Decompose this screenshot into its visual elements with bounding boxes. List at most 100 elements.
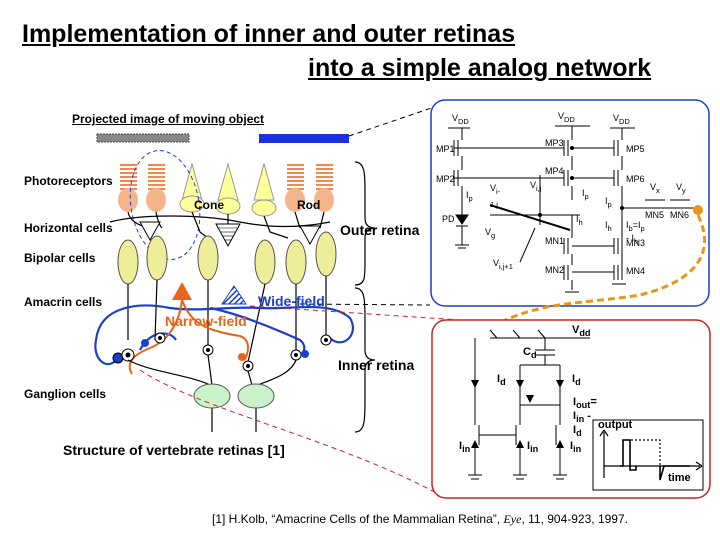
title-line-2: into a simple analog network bbox=[308, 54, 652, 82]
ip-label-center: I bbox=[582, 188, 585, 198]
reference-journal: Eye bbox=[503, 512, 522, 526]
title-line-1: Implementation of inner and outer retina… bbox=[22, 20, 516, 48]
mp3-label: MP3 bbox=[545, 138, 564, 148]
signal-arrow bbox=[466, 214, 707, 348]
vx-label: V bbox=[650, 182, 657, 192]
iout-label: I bbox=[573, 396, 577, 408]
cd-label: C bbox=[523, 346, 531, 358]
vij-m1-label: V bbox=[490, 183, 497, 193]
rod-label: Rod bbox=[297, 198, 321, 212]
iin-sub-3: in bbox=[573, 444, 582, 455]
mn6-label: MN6 bbox=[670, 210, 690, 220]
narrow-field-label: Narrow-field bbox=[165, 313, 247, 329]
iout-minus: - I bbox=[573, 410, 591, 437]
projected-image bbox=[96, 133, 349, 143]
pd-label: PD bbox=[442, 214, 455, 224]
layer-horizontal: Horizontal cells bbox=[24, 221, 113, 235]
outer-retina-circuit bbox=[448, 125, 695, 293]
mp6-label: MP6 bbox=[626, 174, 645, 184]
reference-citation: [1] H.Kolb, “Amacrine Cells of the Mamma… bbox=[212, 512, 628, 527]
vij-p1-sub: i,j+1 bbox=[499, 261, 513, 271]
id-label-left: I bbox=[497, 373, 501, 385]
mp4-label: MP4 bbox=[545, 166, 564, 176]
iin-label-2: I bbox=[527, 440, 531, 452]
mn5-label: MN5 bbox=[645, 210, 665, 220]
vdd-sub-2: DD bbox=[564, 114, 575, 124]
outer-retina-label: Outer retina bbox=[340, 222, 420, 238]
mp1-label: MP1 bbox=[436, 144, 455, 154]
vdd-label-2: V bbox=[558, 111, 565, 121]
reference-suffix: , 11, 904-923, 1997. bbox=[521, 512, 628, 526]
vij-sub: i,j bbox=[536, 183, 542, 193]
mn4-label: MN4 bbox=[626, 266, 646, 276]
iin-label-1: I bbox=[459, 440, 463, 452]
time-axis-label: time bbox=[668, 472, 691, 484]
ib-rhs-sub1: p bbox=[640, 223, 645, 233]
iin-sub-2: in bbox=[530, 444, 539, 455]
output-axis-label: output bbox=[598, 419, 633, 431]
ip-label-left: I bbox=[466, 190, 469, 200]
wide-field-label: Wide-field bbox=[258, 293, 325, 309]
vij-m1-sub: i-1,j bbox=[490, 186, 501, 209]
vx-sub: x bbox=[656, 185, 660, 195]
vdd-label-3: V bbox=[613, 113, 620, 123]
iin-sub-1: in bbox=[462, 444, 471, 455]
cone-label: Cone bbox=[194, 198, 224, 212]
vg-label: V bbox=[485, 227, 492, 237]
ip-sub-center: p bbox=[584, 191, 589, 201]
vdd-sub-3: DD bbox=[619, 116, 630, 126]
vy-label: V bbox=[676, 182, 683, 192]
ip-label-right: I bbox=[605, 196, 608, 206]
ganglion-cells bbox=[193, 383, 275, 409]
layer-bipolar: Bipolar cells bbox=[24, 251, 96, 265]
mp5-label: MP5 bbox=[626, 144, 645, 154]
iout-sub: out bbox=[576, 400, 591, 411]
ib-sub: b bbox=[628, 223, 633, 233]
inner-retina-label: Inner retina bbox=[338, 357, 415, 373]
ip-sub-right: p bbox=[607, 199, 612, 209]
vg-sub: g bbox=[491, 230, 496, 240]
ip-sub-left: p bbox=[468, 193, 473, 203]
ih-sub-center: h bbox=[578, 217, 583, 227]
id-sub-right: d bbox=[575, 377, 581, 388]
reference-prefix: [1] H.Kolb, “Amacrine Cells of the Mamma… bbox=[212, 512, 504, 526]
vij-label: V bbox=[530, 180, 537, 190]
ib-equals: =I bbox=[632, 220, 641, 230]
mp2-label: MP2 bbox=[436, 174, 455, 184]
vij-p1-label: V bbox=[493, 258, 500, 268]
synapse-dots bbox=[112, 332, 332, 372]
iout-eq-sub2: d bbox=[576, 428, 582, 439]
mn2-label: MN2 bbox=[545, 265, 565, 275]
amacrine-narrow-field bbox=[172, 282, 192, 300]
horizontal-cells bbox=[139, 221, 321, 248]
layer-photoreceptors: Photoreceptors bbox=[24, 174, 113, 188]
cd-sub: d bbox=[530, 350, 537, 361]
bipolar-cells bbox=[117, 231, 337, 285]
layer-ganglion: Ganglion cells bbox=[24, 387, 107, 401]
layer-amacrin: Amacrin cells bbox=[24, 295, 103, 309]
ib-label: I bbox=[626, 220, 629, 230]
vdd-sub-bottom: dd bbox=[579, 328, 591, 339]
diagram-caption: Structure of vertebrate retinas [1] bbox=[63, 442, 285, 458]
iout-eq-sub1: in bbox=[576, 414, 585, 425]
output-graph bbox=[592, 419, 704, 491]
rod-photoreceptors bbox=[118, 162, 334, 212]
id-label-right: I bbox=[572, 373, 576, 385]
narrow-field-processes bbox=[128, 299, 249, 375]
amacrine-wide-field bbox=[221, 285, 247, 305]
mn1-label: MN1 bbox=[545, 236, 565, 246]
vdd-label-bottom: V bbox=[572, 324, 580, 336]
ih-label-center: I bbox=[576, 214, 579, 224]
vdd-label-1: V bbox=[452, 113, 459, 123]
projected-image-label: Projected image of moving object bbox=[72, 112, 265, 126]
iout-equals: = I bbox=[573, 396, 597, 423]
mn3-label: MN3 bbox=[626, 238, 646, 248]
vy-sub: y bbox=[682, 185, 686, 195]
retina-brackets bbox=[354, 161, 376, 433]
ih-sub-right: h bbox=[607, 223, 612, 233]
output-waveform bbox=[599, 429, 703, 481]
inner-retina-circuit bbox=[468, 329, 590, 480]
ib-minus: - I bbox=[626, 232, 634, 243]
iin-label-3: I bbox=[570, 440, 574, 452]
